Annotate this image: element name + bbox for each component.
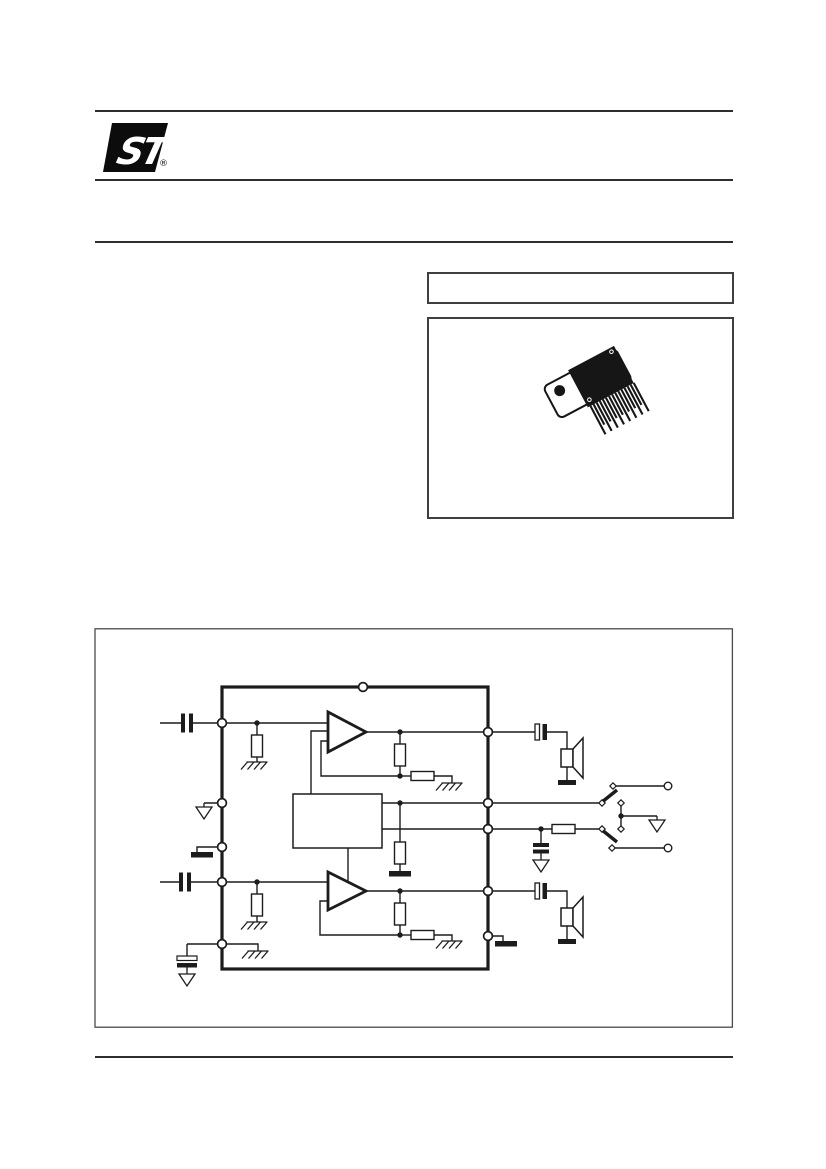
package-mounting-hole	[554, 385, 566, 397]
output2-capacitor	[534, 882, 548, 900]
control-block	[292, 793, 383, 849]
gnd-triangle-bypass	[178, 969, 196, 987]
switch-terminal-upper	[663, 781, 673, 791]
empty-label-box	[427, 272, 734, 304]
st-logo: ST	[103, 123, 172, 173]
switch-lever-upper	[600, 788, 619, 804]
package-body	[568, 345, 634, 408]
gnd-hatch-feedback1	[435, 782, 464, 792]
op-amp-2	[326, 869, 370, 913]
feedback1-resistor	[393, 743, 407, 767]
input2-capacitor	[179, 872, 191, 892]
pin-sgnd	[216, 797, 228, 809]
gnd-bar-mid	[389, 871, 411, 877]
package-pins	[589, 382, 650, 435]
gnd-hatch-feedback2	[435, 940, 464, 950]
bypass-capacitor	[176, 955, 198, 969]
package-image-box	[427, 317, 734, 519]
pin-bypass	[216, 938, 228, 950]
gnd-bar-right-pin	[495, 941, 517, 947]
header-bottom-rule	[95, 241, 733, 243]
multiwatt-power-package-icon	[543, 345, 650, 435]
feedback2-gnd-resistor	[410, 929, 435, 941]
pin-input1	[216, 717, 228, 729]
header-middle-rule	[95, 179, 733, 181]
pin-input2	[216, 876, 228, 888]
mid-resistor	[393, 841, 407, 865]
mute-capacitor	[533, 843, 549, 854]
pin-ref	[216, 841, 228, 853]
gnd-triangle-switch	[648, 815, 666, 833]
standby-switch	[600, 788, 619, 844]
input1-resistor	[250, 734, 264, 758]
pin-supply	[357, 681, 369, 693]
gnd-triangle-standby-pin	[195, 802, 213, 820]
switch-lever-lower	[600, 828, 619, 844]
feedback1-gnd-resistor	[410, 770, 435, 782]
feedback2-resistor	[393, 902, 407, 926]
pin-standby	[482, 797, 494, 809]
gnd-bar-ref-pin	[191, 852, 213, 858]
output1-capacitor	[534, 723, 548, 741]
figure-frame	[94, 628, 734, 1028]
pin-pgnd	[482, 930, 494, 942]
pin-mute	[482, 823, 494, 835]
gnd-triangle-mute	[532, 855, 550, 873]
header-top-rule	[95, 110, 733, 112]
input2-resistor	[250, 893, 264, 917]
stereo-amplifier-application-circuit	[94, 628, 734, 1028]
speaker-2	[557, 896, 584, 945]
footer-rule	[95, 1056, 733, 1058]
gnd-hatch-input1	[240, 761, 269, 771]
switch-contacts	[598, 781, 673, 853]
op-amp-1	[326, 709, 370, 755]
st-logo-shape	[103, 123, 168, 172]
package-mark-1	[587, 397, 592, 403]
speaker-1	[557, 737, 584, 786]
registered-trademark: ®	[159, 159, 168, 169]
pin-output1	[482, 726, 494, 738]
package-mark-2	[609, 349, 614, 355]
input1-capacitor	[181, 713, 193, 733]
gnd-hatch-input2	[240, 921, 269, 931]
gnd-hatch-bypass-pin	[241, 950, 270, 960]
switch-terminal-lower	[663, 843, 673, 853]
pin-output2	[482, 885, 494, 897]
mute-resistor	[551, 823, 576, 835]
